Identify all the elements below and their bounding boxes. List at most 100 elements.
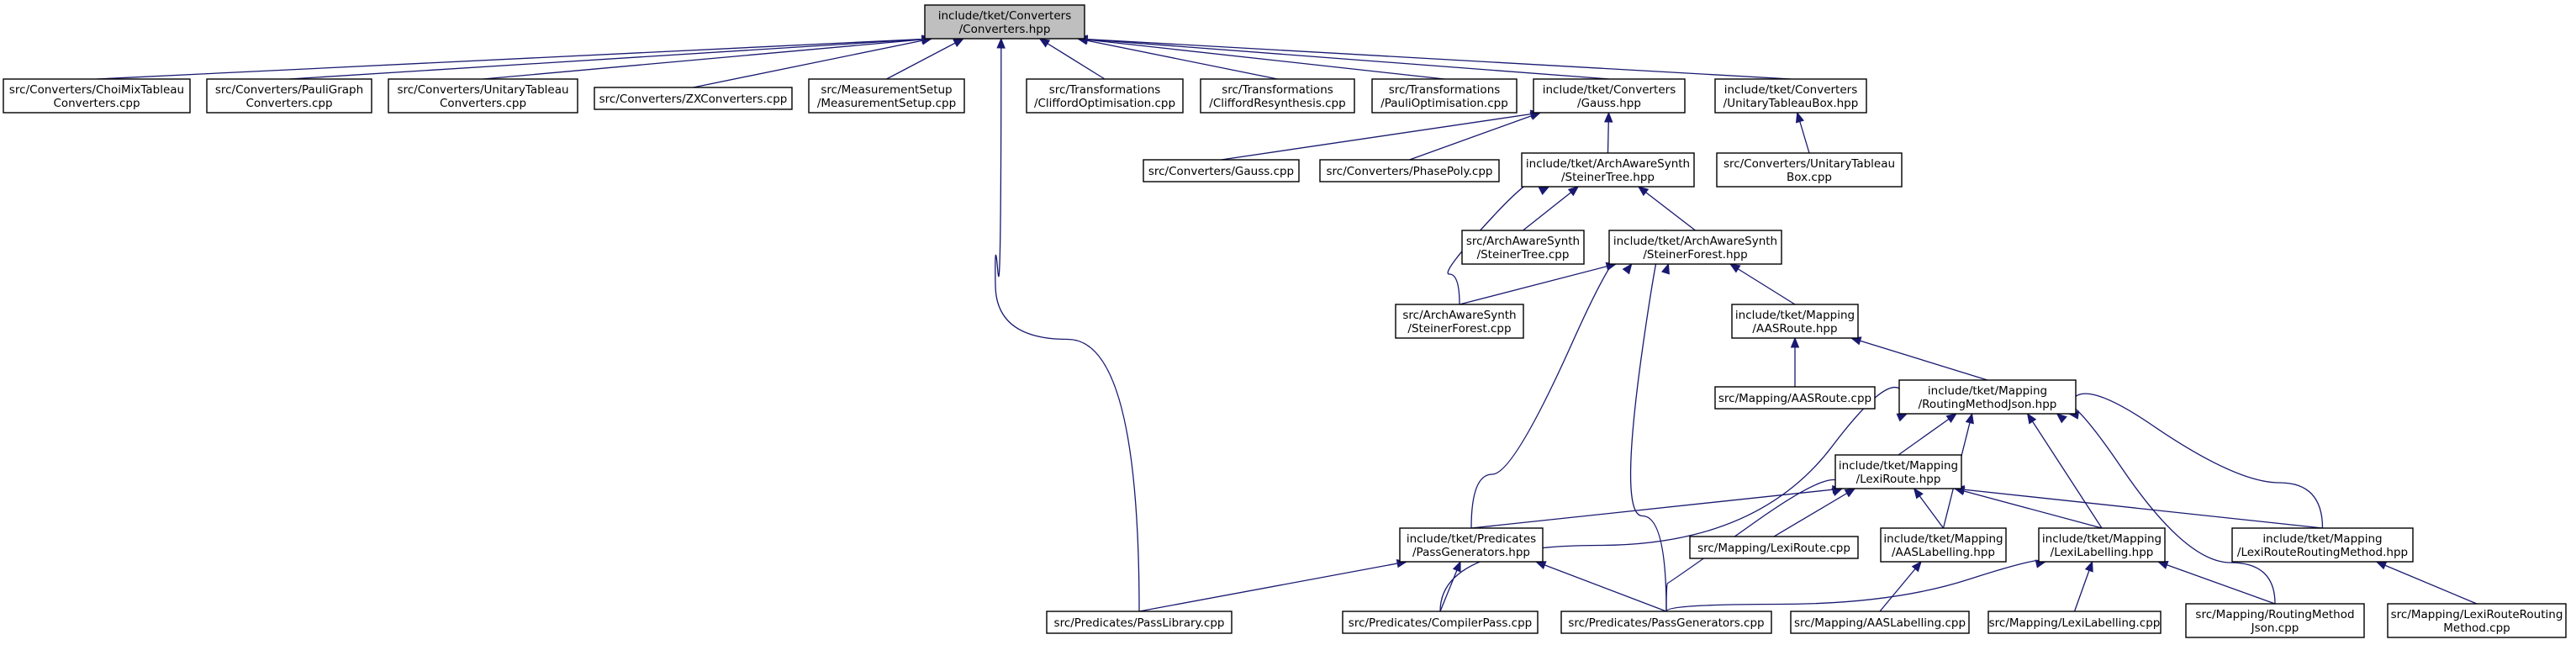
edge-steinertreecpp-to-steinertreehpp bbox=[1523, 186, 1579, 231]
nodes-layer: include/tket/Converters/Converters.hpp sr… bbox=[3, 4, 2567, 638]
node-box-choimix bbox=[3, 78, 191, 114]
arrowhead-steinerforesthpp-to-steinertreehpp bbox=[1637, 186, 1650, 197]
node-cliffopt[interactable]: src/Transformations/CliffordOptimisation… bbox=[1026, 78, 1184, 114]
arrowhead-lexilabcpp-to-lexilabhpp bbox=[2084, 560, 2093, 573]
node-label-lexiroutecpp-0: src/Mapping/LexiRoute.cpp bbox=[1697, 542, 1850, 555]
node-passlib[interactable]: src/Predicates/PassLibrary.cpp bbox=[1046, 611, 1233, 634]
node-label-measure-1: /MeasurementSetup.cpp bbox=[817, 97, 956, 110]
node-label-pauliopt-1: /PauliOptimisation.cpp bbox=[1380, 97, 1508, 110]
node-passgencpp[interactable]: src/Predicates/PassGenerators.cpp bbox=[1560, 611, 1772, 634]
node-aaslabhpp[interactable]: include/tket/Mapping/AASLabelling.hpp bbox=[1880, 527, 2007, 563]
edge-lrrmhpp-to-lexiroutehpp bbox=[1954, 488, 2323, 529]
edge-passgencpp-to-passgenhpp bbox=[1535, 561, 1667, 612]
node-phasepoly[interactable]: src/Converters/PhasePoly.cpp bbox=[1319, 159, 1500, 182]
node-passgenhpp[interactable]: include/tket/Predicates/PassGenerators.h… bbox=[1399, 527, 1544, 563]
node-lexilabhpp[interactable]: include/tket/Mapping/LexiLabelling.hpp bbox=[2038, 527, 2166, 563]
edge-unitarytab-to-root bbox=[483, 38, 932, 80]
node-label-pauligraph-1: Converters.cpp bbox=[245, 97, 332, 110]
node-label-lexilabcpp-0: src/Mapping/LexiLabelling.cpp bbox=[1989, 616, 2161, 630]
node-cliffres[interactable]: src/Transformations/CliffordResynthesis.… bbox=[1200, 78, 1355, 114]
node-lexiroutehpp[interactable]: include/tket/Mapping/LexiRoute.hpp bbox=[1834, 454, 1962, 489]
arrowhead-steinertreecpp-to-steinertreehpp bbox=[1567, 186, 1580, 197]
arrowhead-compilerpass-to-rmjsonhpp bbox=[1896, 413, 1908, 422]
edge-aasroutehpp-to-steinerforesthpp bbox=[1729, 263, 1796, 305]
node-label-steinerforestcpp-1: /SteinerForest.cpp bbox=[1407, 322, 1511, 336]
node-aaslabcpp[interactable]: src/Mapping/AASLabelling.cpp bbox=[1790, 611, 1970, 634]
node-box-lexiroutehpp bbox=[1834, 454, 1962, 489]
edge-lexilabhpp-to-rmjsonhpp bbox=[2027, 413, 2103, 529]
node-label-utbhpp-0: include/tket/Converters bbox=[1724, 83, 1858, 97]
arrowhead-aaslabhpp-to-rmjsonhpp bbox=[1965, 412, 1974, 425]
node-gausscpp[interactable]: src/Converters/Gauss.cpp bbox=[1143, 159, 1300, 182]
node-box-aaslabcpp bbox=[1790, 611, 1970, 634]
node-box-lexiroutecpp bbox=[1689, 536, 1859, 559]
node-choimix[interactable]: src/Converters/ChoiMixTableauConverters.… bbox=[3, 78, 191, 114]
node-rmjsonhpp[interactable]: include/tket/Mapping/RoutingMethodJson.h… bbox=[1898, 379, 2077, 415]
node-box-steinertreecpp bbox=[1461, 230, 1585, 265]
arrowhead-aasroutehpp-to-steinerforesthpp bbox=[1729, 263, 1741, 273]
node-box-root bbox=[924, 4, 1085, 40]
node-lrrmhpp[interactable]: include/tket/Mapping/LexiRouteRoutingMet… bbox=[2231, 527, 2414, 563]
node-label-lexiroutehpp-1: /LexiRoute.hpp bbox=[1856, 473, 1941, 486]
arrowhead-lrrmcpp-to-lrrmhpp bbox=[2375, 561, 2388, 570]
edge-passgenhpp-to-steinerforesthpp bbox=[1470, 247, 1633, 529]
node-label-passgencpp-0: src/Predicates/PassGenerators.cpp bbox=[1568, 616, 1764, 630]
arrowhead-lexiroutecpp-to-lexiroutehpp bbox=[1844, 488, 1856, 498]
node-compilerpass[interactable]: src/Predicates/CompilerPass.cpp bbox=[1342, 611, 1539, 634]
edge-cliffres-to-root bbox=[1077, 38, 1278, 80]
edge-passlib-to-root bbox=[995, 38, 1140, 612]
edge-utbhpp-to-root bbox=[1077, 38, 1792, 80]
node-box-lrrmcpp bbox=[2387, 603, 2567, 638]
node-box-aasroutecpp bbox=[1714, 386, 1876, 410]
node-aasroutehpp[interactable]: include/tket/Mapping/AASRoute.hpp bbox=[1731, 304, 1859, 339]
node-pauliopt[interactable]: src/Transformations/PauliOptimisation.cp… bbox=[1371, 78, 1518, 114]
node-box-pauligraph bbox=[206, 78, 372, 114]
node-label-measure-0: src/MeasurementSetup bbox=[821, 83, 952, 97]
node-unitarytab[interactable]: src/Converters/UnitaryTableauConverters.… bbox=[388, 78, 578, 114]
node-box-steinertreehpp bbox=[1521, 152, 1695, 188]
node-label-utbcpp-1: Box.cpp bbox=[1787, 171, 1832, 184]
edge-cliffopt-to-root bbox=[1039, 38, 1106, 80]
node-steinerforesthpp[interactable]: include/tket/ArchAwareSynth/SteinerFores… bbox=[1608, 230, 1782, 265]
node-measure[interactable]: src/MeasurementSetup/MeasurementSetup.cp… bbox=[808, 78, 965, 114]
node-label-root-1: /Converters.hpp bbox=[959, 23, 1051, 36]
node-box-passlib bbox=[1046, 611, 1233, 634]
node-steinerforestcpp[interactable]: src/ArchAwareSynth/SteinerForest.cpp bbox=[1395, 304, 1524, 339]
edge-rmjsoncpp-to-lexilabhpp bbox=[2157, 561, 2276, 605]
node-box-passgencpp bbox=[1560, 611, 1772, 634]
node-root[interactable]: include/tket/Converters/Converters.hpp bbox=[924, 4, 1085, 40]
node-label-lexilabhpp-0: include/tket/Mapping bbox=[2042, 532, 2162, 546]
node-label-aaslabhpp-0: include/tket/Mapping bbox=[1883, 532, 2003, 546]
node-box-unitarytab bbox=[388, 78, 578, 114]
node-aasroutecpp[interactable]: src/Mapping/AASRoute.cpp bbox=[1714, 386, 1876, 410]
node-gausshpp[interactable]: include/tket/Converters/Gauss.hpp bbox=[1533, 78, 1686, 114]
node-zx[interactable]: src/Converters/ZXConverters.cpp bbox=[594, 87, 793, 110]
node-steinertreehpp[interactable]: include/tket/ArchAwareSynth/SteinerTree.… bbox=[1521, 152, 1695, 188]
node-box-utbhpp bbox=[1714, 78, 1867, 114]
node-utbcpp[interactable]: src/Converters/UnitaryTableauBox.cpp bbox=[1716, 152, 1903, 188]
arrowhead-utbcpp-to-utbhpp bbox=[1795, 111, 1805, 124]
node-box-steinerforestcpp bbox=[1395, 304, 1524, 339]
edge-phasepoly-to-gausshpp bbox=[1409, 112, 1541, 161]
node-box-gausshpp bbox=[1533, 78, 1686, 114]
node-label-steinerforesthpp-1: /SteinerForest.hpp bbox=[1643, 248, 1747, 262]
arrowhead-passgenhpp-to-steinerforesthpp bbox=[1622, 262, 1633, 275]
node-label-rmjsonhpp-0: include/tket/Mapping bbox=[1928, 384, 2047, 398]
node-label-rmjsoncpp-0: src/Mapping/RoutingMethod bbox=[2195, 608, 2354, 621]
node-lexilabcpp[interactable]: src/Mapping/LexiLabelling.cpp bbox=[1987, 611, 2162, 634]
node-rmjsoncpp[interactable]: src/Mapping/RoutingMethodJson.cpp bbox=[2185, 603, 2365, 638]
node-label-steinertreecpp-1: /SteinerTree.cpp bbox=[1477, 248, 1570, 262]
edge-lexiroutehpp-to-rmjsonhpp bbox=[1898, 413, 1957, 456]
node-label-zx-0: src/Converters/ZXConverters.cpp bbox=[599, 93, 788, 106]
node-lexiroutecpp[interactable]: src/Mapping/LexiRoute.cpp bbox=[1689, 536, 1859, 559]
node-label-lrrmcpp-1: Method.cpp bbox=[2443, 621, 2510, 635]
edge-gausscpp-to-gausshpp bbox=[1221, 112, 1541, 161]
node-lrrmcpp[interactable]: src/Mapping/LexiRouteRoutingMethod.cpp bbox=[2387, 603, 2567, 638]
node-utbhpp[interactable]: include/tket/Converters/UnitaryTableauBo… bbox=[1714, 78, 1867, 114]
edge-steinerforestcpp-to-steinerforesthpp bbox=[1459, 263, 1617, 305]
node-box-cliffres bbox=[1200, 78, 1355, 114]
edge-aaslabcpp-to-aaslabhpp bbox=[1879, 561, 1922, 612]
node-box-lrrmhpp bbox=[2231, 527, 2414, 563]
node-steinertreecpp[interactable]: src/ArchAwareSynth/SteinerTree.cpp bbox=[1461, 230, 1585, 265]
